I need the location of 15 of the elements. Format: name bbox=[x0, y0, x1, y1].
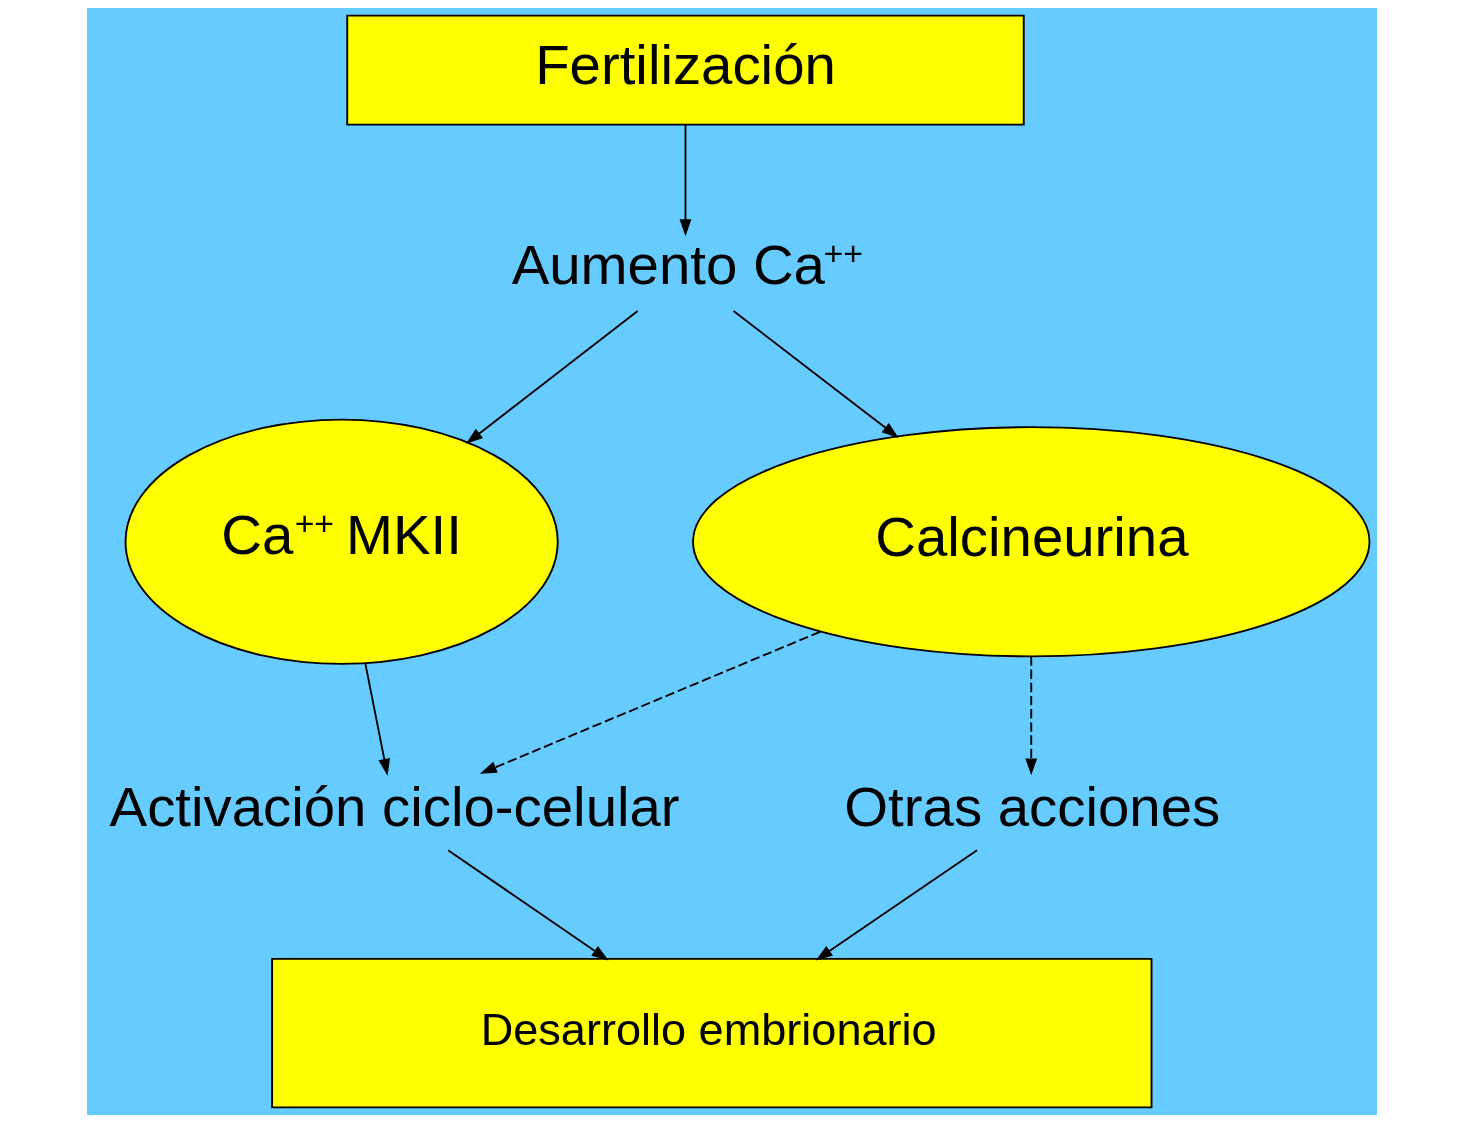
node-text: Otras acciones bbox=[844, 774, 1221, 838]
node-text: Aumento Ca$^{++}$ bbox=[511, 233, 864, 297]
arrow bbox=[732, 310, 899, 438]
node-box: Desarrollo embrionario bbox=[271, 958, 1153, 1109]
node-text: Activación ciclo-celular bbox=[109, 774, 680, 838]
node-ellipse: Calcineurina bbox=[692, 426, 1371, 658]
arrow bbox=[815, 849, 978, 961]
node-box: Fertilización bbox=[346, 14, 1025, 126]
arrow bbox=[466, 310, 639, 444]
arrow bbox=[679, 124, 692, 237]
node-ellipse: Ca$^{++}$ MKII bbox=[124, 418, 559, 665]
arrow bbox=[447, 849, 609, 961]
arrow bbox=[364, 662, 391, 776]
arrow bbox=[479, 630, 821, 774]
arrow bbox=[1025, 655, 1038, 776]
